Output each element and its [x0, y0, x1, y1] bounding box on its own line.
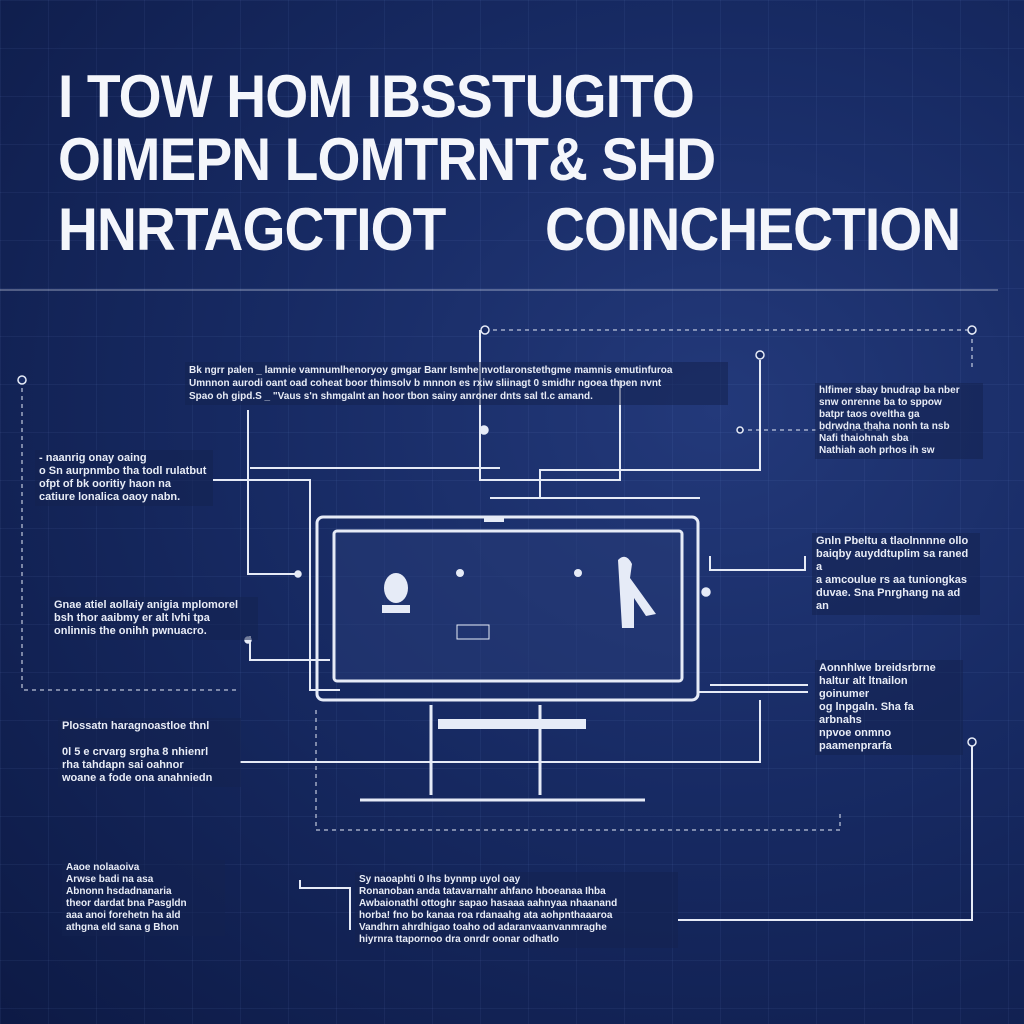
- title-line-3b: COINCHECTION: [545, 196, 961, 263]
- text-block-left-top: - naanrig onay oaing o Sn aurpnmbo tha t…: [35, 450, 213, 506]
- connector-dots: [17, 325, 977, 747]
- title-line-3a: HNRTAGCTIOT: [58, 196, 446, 263]
- title-line-2: OIMEPN LOMTRNT& SHD: [58, 126, 716, 193]
- monitor-screen: [332, 529, 684, 683]
- text-block-top: Bk ngrr palen _ lamnie vamnumlhenoryoy g…: [185, 362, 728, 405]
- monitor-stand-bar: [438, 719, 586, 729]
- text-block-bottom-center: Sy naoaphti 0 Ihs bynmp uyol oay Ronanob…: [355, 872, 678, 948]
- text-block-left-low: Plossatn haragnoastloe thnl 0l 5 e crvar…: [58, 718, 241, 787]
- title-line-1: I TOW HOM IBSSTUGITO: [58, 63, 695, 130]
- text-block-right-low: Aonnhlwe breidsrbrne haltur alt ltnailon…: [815, 660, 963, 755]
- text-block-bottom-left: Aaoe nolaaoiva Arwse badi na asa Abnonn …: [62, 860, 225, 936]
- text-block-left-mid: Gnae atiel aollaiy anigia mplomorel bsh …: [50, 597, 258, 640]
- monitor-frame: [315, 515, 700, 702]
- text-block-right-mid: Gnln Pbeltu a tlaolnnnne ollo baiqby auy…: [812, 533, 980, 615]
- person-figures-icon: [382, 556, 656, 640]
- text-block-right-top: hlfimer sbay bnudrap ba nber snw onrenne…: [815, 383, 983, 459]
